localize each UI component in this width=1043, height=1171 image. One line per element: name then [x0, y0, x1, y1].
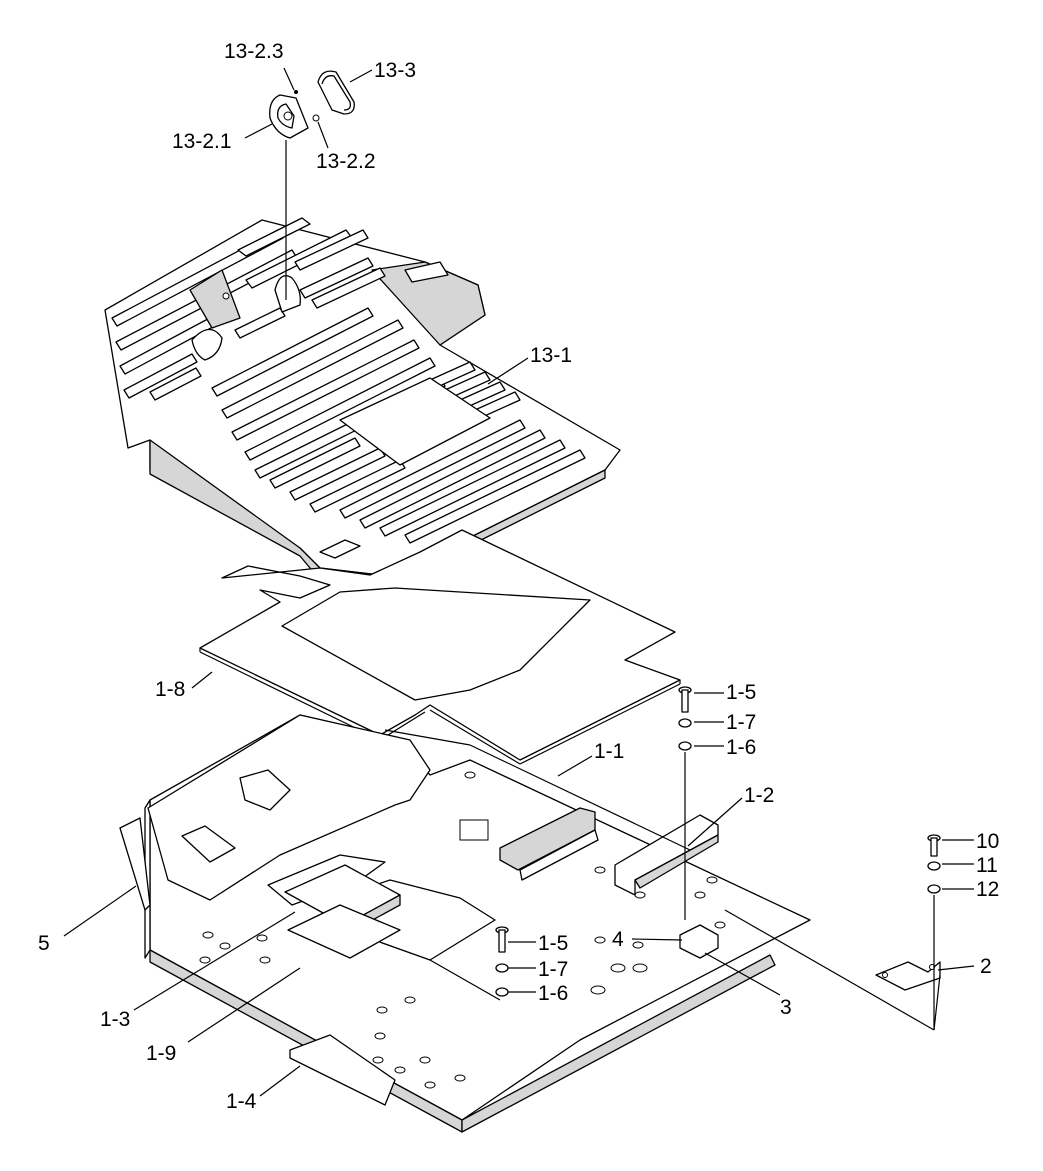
- label-3: 3: [780, 996, 792, 1019]
- label-1-2: 1-2: [744, 784, 774, 807]
- base-floor-1-1: [144, 714, 811, 1133]
- floor-holes: [199, 771, 726, 1089]
- panel-5: [119, 817, 151, 911]
- label-1-3: 1-3: [100, 1008, 130, 1031]
- leader-lines: [63, 67, 975, 1097]
- label-11: 11: [976, 854, 998, 877]
- label-1-4: 1-4: [226, 1090, 257, 1113]
- label-1-8: 1-8: [155, 678, 185, 701]
- callout-labels: 13-2.3 13-3 13-2.1 13-2.2 13-1 1-8 1-5 1…: [38, 40, 999, 1113]
- lock-washer-1-7-mid: [495, 963, 509, 973]
- label-12: 12: [976, 878, 999, 901]
- washer-13-2-2: [312, 114, 320, 122]
- label-13-2-3: 13-2.3: [224, 40, 284, 63]
- bolt-1-5-top: [678, 686, 692, 713]
- gasket-1-9: [287, 904, 401, 959]
- label-13-2-1: 13-2.1: [172, 130, 232, 153]
- bracket-2: [875, 961, 941, 991]
- washer-12: [927, 884, 941, 894]
- washer-1-6-mid: [495, 987, 509, 997]
- label-1-5-top: 1-5: [726, 681, 756, 704]
- bolt-10: [927, 834, 941, 857]
- label-1-9: 1-9: [146, 1042, 176, 1065]
- label-1-1: 1-1: [594, 740, 624, 763]
- label-13-2-2: 13-2.2: [316, 150, 376, 173]
- washer-1-6-top: [678, 741, 692, 751]
- lock-washer-1-7-top: [678, 718, 692, 728]
- label-10: 10: [976, 830, 999, 853]
- plate-1-4: [289, 1034, 396, 1106]
- label-1-7-top: 1-7: [726, 711, 756, 734]
- label-13-3: 13-3: [374, 59, 416, 82]
- label-13-1: 13-1: [530, 344, 572, 367]
- assembly-lines: [384, 729, 941, 1031]
- bracket-1-2: [614, 814, 719, 896]
- mat-ribs: [111, 217, 586, 544]
- grommet-4: [679, 924, 719, 959]
- label-1-5-mid: 1-5: [538, 932, 568, 955]
- cover-13-3: [317, 70, 355, 115]
- label-1-6-top: 1-6: [726, 736, 756, 759]
- lock-washer-11: [927, 861, 941, 871]
- bolt-1-5-mid: [495, 926, 509, 953]
- label-5: 5: [38, 932, 50, 955]
- label-2: 2: [980, 955, 992, 978]
- label-1-7-mid: 1-7: [538, 958, 568, 981]
- bracket-13-2-1: [269, 94, 309, 139]
- label-4: 4: [612, 928, 624, 951]
- label-1-6-mid: 1-6: [538, 982, 568, 1005]
- floor-mat-13-1: [104, 217, 621, 591]
- screw-13-2-3: [294, 90, 298, 94]
- sheet-1-8: [199, 529, 681, 765]
